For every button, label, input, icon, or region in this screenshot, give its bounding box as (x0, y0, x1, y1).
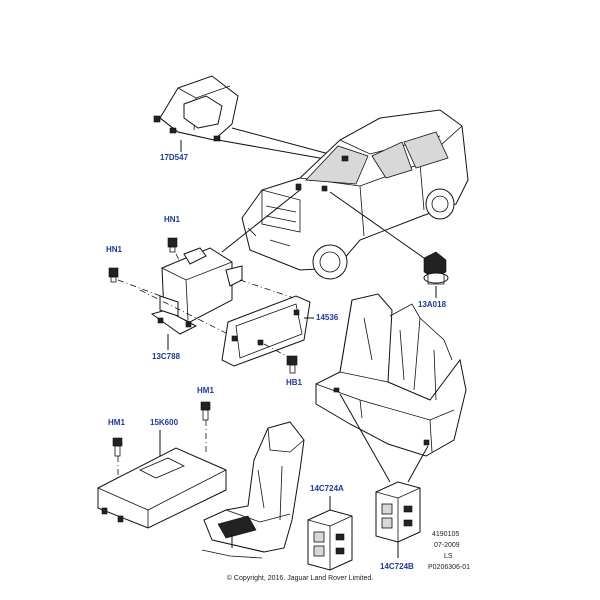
part-label-13c788[interactable]: 13C788 (152, 352, 181, 361)
bolt-hn1-top[interactable] (167, 237, 178, 253)
copyright-notice: © Copyright, 2016. Jaguar Land Rover Lim… (226, 575, 374, 582)
sounder-13a018[interactable] (423, 251, 449, 285)
dash-hb1 (263, 343, 291, 359)
leader-rear-seat (339, 393, 391, 483)
leader-13a018 (329, 191, 425, 259)
part-label-hm1-upper[interactable]: HM1 (197, 386, 214, 395)
part-label-17d547[interactable]: 17D547 (160, 153, 189, 162)
vehicle-illustration (241, 109, 469, 280)
reference-date: 07-2009 (434, 542, 460, 549)
leader-vehicle-13c788 (221, 189, 301, 253)
reference-number: 4190105 (432, 531, 460, 538)
part-label-hm1-left[interactable]: HM1 (108, 418, 125, 427)
dash-13c788-b (239, 279, 301, 301)
rear-seat-illustration (315, 293, 467, 457)
bolt-hb1[interactable] (286, 355, 298, 374)
sensor-module-17d547[interactable] (153, 75, 239, 142)
dash-hn1-top (175, 253, 183, 267)
leader-17d547-a (231, 127, 345, 159)
reference-code: LS (444, 553, 453, 560)
part-label-13a018[interactable]: 13A018 (418, 300, 447, 309)
bolt-hm1-left[interactable] (112, 437, 123, 457)
control-module-15k600[interactable] (97, 447, 227, 529)
dash-hn1-left (117, 279, 167, 299)
part-label-14c724b[interactable]: 14C724B (380, 562, 414, 571)
bolt-hm1-upper[interactable] (200, 401, 211, 421)
part-label-hb1[interactable]: HB1 (286, 378, 303, 387)
part-label-14c724a[interactable]: 14C724A (310, 484, 344, 493)
control-module-13c788[interactable] (150, 247, 243, 335)
part-label-hn1-left[interactable]: HN1 (106, 245, 123, 254)
part-label-hn1-top[interactable]: HN1 (164, 215, 181, 224)
bracket-14536[interactable] (221, 295, 311, 367)
switch-pack-14c724a[interactable] (307, 509, 353, 571)
dash-13c788-a (139, 289, 241, 341)
leader-rear-seat-b (407, 445, 429, 483)
part-label-14536[interactable]: 14536 (316, 313, 339, 322)
front-seat-illustration (201, 421, 305, 559)
bolt-hn1-left[interactable] (108, 267, 119, 283)
illustration-id: P0206306-01 (428, 564, 471, 571)
switch-pack-14c724b[interactable] (375, 481, 421, 543)
part-label-15k600[interactable]: 15K600 (150, 418, 179, 427)
